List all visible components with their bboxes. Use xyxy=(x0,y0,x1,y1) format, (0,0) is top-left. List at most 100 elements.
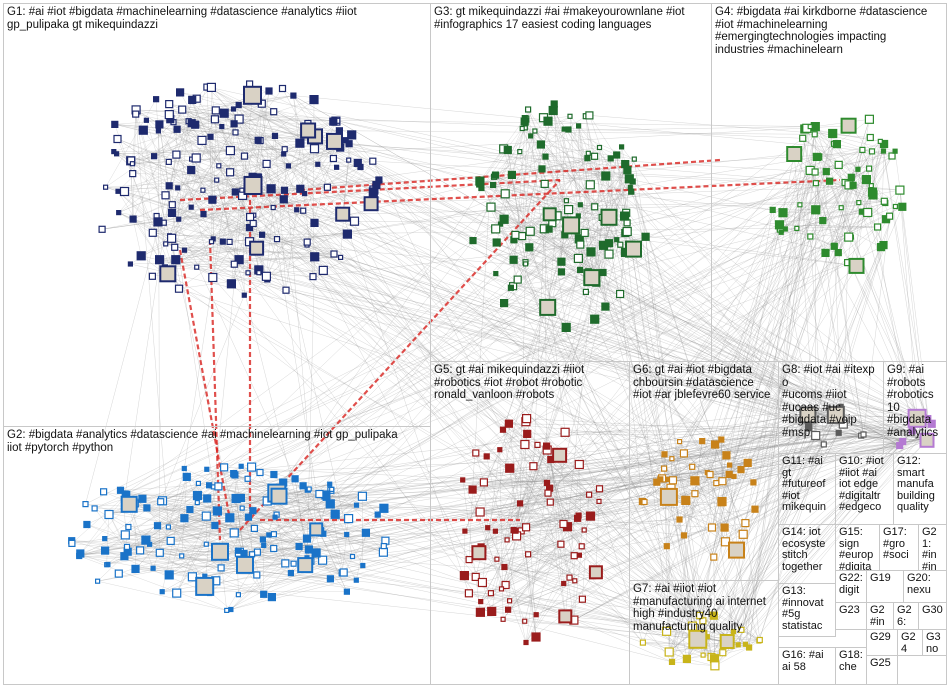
edge xyxy=(513,444,538,531)
edge xyxy=(182,109,723,482)
edge xyxy=(231,188,272,284)
group-label: G26: xyxy=(897,604,912,628)
edge xyxy=(105,186,809,429)
edge xyxy=(590,184,646,237)
node xyxy=(256,468,264,477)
edge xyxy=(564,129,621,295)
node xyxy=(127,261,133,267)
node xyxy=(153,96,160,103)
node xyxy=(165,182,173,190)
node xyxy=(270,544,278,553)
edge xyxy=(252,484,330,511)
node xyxy=(197,135,207,145)
edge xyxy=(184,104,239,469)
edge xyxy=(491,611,693,627)
edge xyxy=(536,423,932,615)
edge xyxy=(666,466,693,547)
edge xyxy=(184,207,842,519)
edge xyxy=(372,160,900,191)
edge xyxy=(293,95,358,164)
edge xyxy=(252,185,287,291)
node xyxy=(208,272,218,283)
edge xyxy=(130,160,260,273)
edge xyxy=(578,125,824,445)
edge xyxy=(114,124,245,157)
edge xyxy=(129,504,154,569)
edge xyxy=(848,184,900,191)
edge xyxy=(169,169,192,236)
edge xyxy=(309,488,344,573)
edge xyxy=(565,151,873,617)
edge xyxy=(97,581,227,611)
node xyxy=(230,106,237,112)
edge xyxy=(550,459,570,578)
edge xyxy=(123,236,849,500)
edge xyxy=(728,143,835,475)
edge xyxy=(495,156,546,176)
edge xyxy=(354,220,553,224)
edge xyxy=(169,103,219,166)
edge xyxy=(176,140,261,155)
edge xyxy=(169,163,267,186)
node xyxy=(230,260,238,268)
node xyxy=(302,534,312,543)
node xyxy=(323,183,331,191)
edge xyxy=(356,532,367,581)
node xyxy=(175,185,181,191)
edge xyxy=(175,156,817,260)
node xyxy=(116,486,125,494)
edge xyxy=(114,124,166,268)
edge xyxy=(808,427,839,433)
edge xyxy=(159,124,173,213)
edge xyxy=(554,103,562,262)
edge xyxy=(71,543,160,553)
edge xyxy=(808,427,900,446)
edge xyxy=(464,163,626,532)
edge xyxy=(168,525,215,528)
edge xyxy=(899,190,928,441)
node xyxy=(540,179,549,188)
edge xyxy=(810,236,825,445)
node xyxy=(330,509,340,519)
edge xyxy=(818,156,870,169)
edge xyxy=(170,514,277,542)
node xyxy=(315,489,324,499)
edge xyxy=(733,445,900,632)
edge xyxy=(697,432,839,640)
edge xyxy=(475,576,481,613)
edge xyxy=(124,155,176,495)
edge xyxy=(176,154,242,191)
edge xyxy=(263,206,903,546)
edge xyxy=(802,138,852,178)
edge xyxy=(707,472,737,551)
edge xyxy=(781,155,893,233)
edge xyxy=(627,231,864,435)
group-g28: G26: xyxy=(893,602,919,630)
edge xyxy=(584,141,881,531)
edge xyxy=(547,181,633,308)
edge xyxy=(711,406,842,658)
node xyxy=(172,150,181,159)
edge xyxy=(141,255,670,653)
edge xyxy=(781,226,878,233)
node xyxy=(225,513,235,523)
edge xyxy=(262,168,870,540)
edge xyxy=(686,441,903,660)
edge xyxy=(516,482,548,536)
edge xyxy=(472,434,864,490)
node xyxy=(271,132,279,139)
edge xyxy=(504,158,611,220)
edge xyxy=(266,244,308,277)
edge xyxy=(567,272,594,527)
edge xyxy=(243,406,842,554)
node xyxy=(306,486,312,492)
node xyxy=(235,592,241,598)
edge xyxy=(176,129,230,242)
edge xyxy=(118,121,334,213)
edge xyxy=(211,87,744,535)
edge xyxy=(167,134,352,272)
edge xyxy=(239,179,561,531)
edge xyxy=(504,566,708,637)
node xyxy=(310,252,320,262)
node xyxy=(591,203,599,211)
